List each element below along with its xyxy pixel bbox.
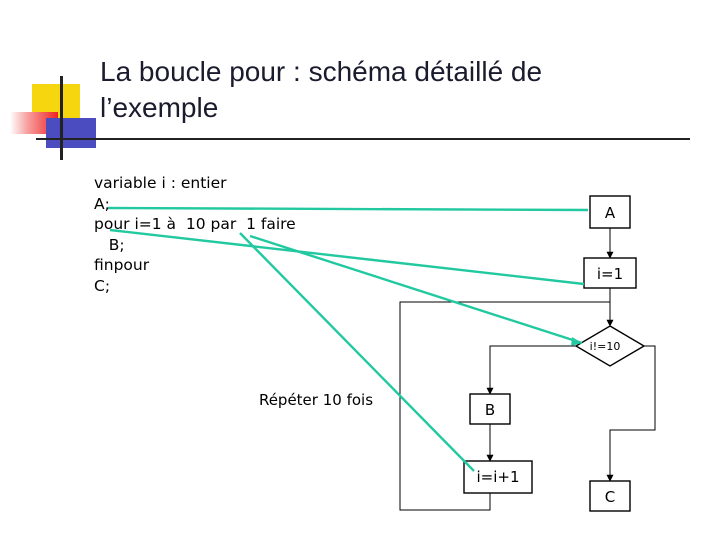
link-code-init	[109, 228, 585, 286]
box-incr-label: i=i+1	[476, 468, 519, 486]
box-incr	[463, 460, 533, 494]
code-line-c: C;	[94, 276, 111, 295]
box-a-label: A	[605, 204, 616, 222]
code-line-for: pour i=1 à 10 par 1 faire	[94, 215, 296, 233]
box-b	[469, 393, 511, 425]
box-c	[589, 480, 631, 512]
box-init	[583, 257, 637, 289]
box-a	[589, 195, 631, 229]
arrow-condition-to-b	[486, 345, 576, 395]
condition-label: i!=10	[590, 340, 621, 353]
link-code-condition-arrowhead	[571, 337, 582, 346]
horizontal-rule	[36, 138, 690, 140]
code-line-a: A;	[94, 194, 110, 213]
pseudocode-block: variable i : entier A; pour i=1 à 10 par…	[94, 173, 296, 296]
vertical-rule	[60, 76, 63, 160]
page-title: La boucle pour : schéma détaillé de l’ex…	[100, 56, 543, 123]
blue-square-decoration	[46, 118, 96, 148]
link-code-condition	[249, 234, 583, 345]
link-code-increment	[239, 232, 475, 472]
arrow-condition-to-c	[606, 345, 656, 482]
repeat-label: Répéter 10 fois	[259, 391, 373, 409]
box-c-label: C	[605, 488, 615, 506]
box-init-label: i=1	[597, 265, 623, 283]
code-line-b: B;	[94, 235, 125, 254]
loop-back-line	[399, 301, 610, 511]
link-code-a	[107, 206, 589, 212]
box-b-label: B	[485, 401, 495, 419]
code-line-declaration: variable i : entier	[94, 174, 227, 192]
code-line-endfor: finpour	[94, 256, 150, 274]
condition-diamond	[574, 325, 646, 367]
